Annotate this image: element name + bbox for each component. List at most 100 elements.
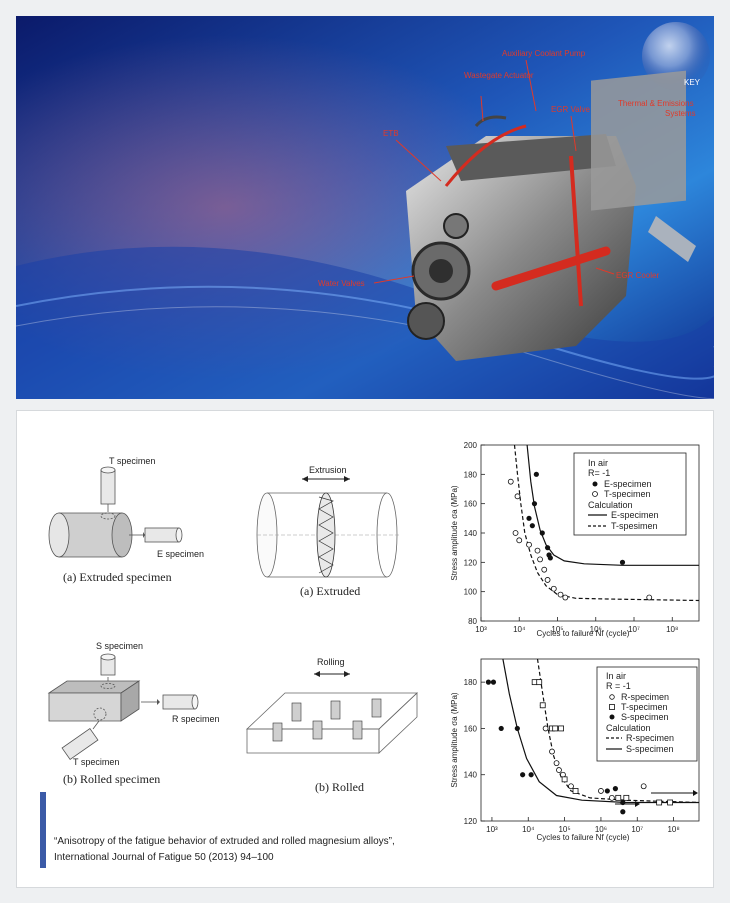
- data-point-t-specimen: [516, 537, 523, 544]
- data-point-r-specimen: [549, 748, 555, 755]
- key-line2: Systems: [665, 109, 696, 118]
- x-tick-label: 10⁷: [631, 825, 643, 834]
- data-point-t-specimen: [615, 794, 622, 801]
- data-point-t-specimen: [539, 702, 546, 709]
- data-point-e-specimen: [533, 471, 539, 477]
- extruded-grain-illustration: Extrusion (a) Extruded: [256, 465, 401, 598]
- data-point-e-specimen: [526, 515, 532, 521]
- chart2-legend-entry3: S-specimen: [621, 712, 669, 722]
- chart2-legend-entry1: R-specimen: [621, 692, 669, 702]
- data-point-t-specimen: [550, 585, 557, 592]
- key-orb: [642, 22, 710, 90]
- chart2-legend: In air R = -1 R-specimen T-specimen S-sp…: [596, 666, 698, 762]
- x-tick-label: 10⁸: [666, 625, 678, 634]
- label-wastegate-actuator: Wastegate Actuator: [464, 71, 534, 80]
- chart1-x-label: Cycles to failure Nf (cycle): [537, 629, 630, 638]
- engine-block: [406, 70, 696, 361]
- label-etb: ETB: [383, 129, 399, 138]
- data-point-t-specimen: [667, 799, 673, 806]
- key-line1: Thermal & Emissions: [618, 99, 694, 108]
- rolled-grain-illustration: Rolling (b) Rolled: [245, 657, 419, 794]
- data-point-t-specimen: [558, 725, 564, 732]
- chart1-y-label: Stress amplitude σa (MPa): [450, 485, 459, 581]
- extruded-specimen-caption: (a) Extruded specimen: [63, 570, 172, 584]
- e-specimen-label: E specimen: [157, 549, 204, 559]
- chart2-plot-frame: [480, 658, 700, 822]
- x-tick-label: 10⁸: [667, 825, 679, 834]
- engine-illustration: Auxiliary Coolant Pump Wastegate Actuato…: [16, 16, 714, 399]
- chart2-legend-entry2: T-specimen: [621, 702, 668, 712]
- y-tick-label: 180: [464, 678, 478, 687]
- x-tick-label: 10⁴: [522, 825, 535, 834]
- data-point-t-specimen: [544, 577, 551, 583]
- data-point-e-specimen: [539, 530, 545, 536]
- label-auxiliary-coolant-pump: Auxiliary Coolant Pump: [502, 49, 586, 58]
- x-tick-label: 10⁵: [551, 625, 563, 634]
- y-tick-label: 140: [464, 771, 478, 780]
- x-tick-label: 10⁶: [595, 825, 607, 834]
- y-tick-label: 200: [464, 441, 478, 450]
- label-egr-valve: EGR Valve: [551, 105, 591, 114]
- label-egr-cooler: EGR Cooler: [616, 271, 659, 280]
- data-point-t-specimen: [552, 725, 559, 732]
- data-point-t-specimen: [526, 541, 532, 548]
- rolled-specimen-caption: (b) Rolled specimen: [63, 772, 160, 786]
- data-point-t-specimen: [536, 679, 543, 686]
- data-point-s-specimen: [498, 725, 504, 732]
- data-point-r-specimen: [556, 767, 562, 773]
- curve-e-specimen-solid: [526, 444, 699, 566]
- data-point-e-specimen: [619, 559, 626, 565]
- figure-canvas: T specimen E specimen (a) Extruded speci…: [47, 441, 700, 842]
- chart1-legend-entry2: T-specimen: [604, 489, 651, 499]
- data-point-t-specimen: [512, 530, 519, 536]
- data-point-s-specimen: [485, 679, 492, 685]
- chart2-legend-header1: In air: [606, 671, 626, 681]
- data-point-t-specimen: [646, 594, 653, 601]
- citation-line2: International Journal of Fatigue 50 (201…: [54, 852, 274, 863]
- data-point-t-specimen: [541, 566, 548, 573]
- data-point-t-specimen: [656, 799, 663, 806]
- x-tick-label: 10⁴: [513, 625, 526, 634]
- data-point-s-specimen: [514, 725, 520, 732]
- extruded-caption: (a) Extruded: [300, 584, 360, 598]
- chart2-y-label: Stress amplitude σa (MPa): [450, 692, 459, 788]
- y-tick-label: 100: [464, 588, 478, 597]
- y-tick-label: 120: [464, 817, 478, 826]
- x-tick-label: 10⁶: [590, 625, 602, 634]
- t-specimen-label-rolled: T specimen: [73, 757, 119, 767]
- data-point-s-specimen: [520, 772, 526, 778]
- y-tick-label: 80: [468, 617, 477, 626]
- y-tick-label: 140: [464, 529, 478, 538]
- data-point-t-specimen: [514, 493, 521, 500]
- data-point-e-specimen: [547, 555, 553, 561]
- chart1-legend-entry3: E-specimen: [611, 510, 659, 520]
- data-point-r-specimen: [608, 794, 615, 801]
- curve-t-spesimen-dashed: [513, 444, 700, 602]
- y-tick-label: 160: [464, 500, 478, 509]
- chart1-curves: [513, 444, 700, 602]
- citation-accent-bar: [40, 792, 46, 868]
- data-point-r-specimen: [542, 725, 549, 732]
- rolling-title: Rolling: [317, 657, 345, 667]
- chart2-legend-calc: Calculation: [606, 723, 651, 733]
- label-water-valves: Water Valves: [318, 279, 365, 288]
- y-tick-label: 180: [464, 470, 478, 479]
- data-point-r-specimen: [553, 760, 560, 767]
- chart1-legend: In air R= -1 E-specimen T-specimen Calcu…: [573, 452, 687, 536]
- data-point-t-specimen: [557, 591, 564, 598]
- data-point-e-specimen: [544, 545, 551, 551]
- x-tick-label: 10⁷: [628, 625, 640, 634]
- data-point-t-specimen: [507, 478, 514, 485]
- data-point-r-specimen: [598, 788, 604, 794]
- data-point-r-specimen: [568, 783, 574, 790]
- figure-panel: T specimen E specimen (a) Extruded speci…: [16, 410, 714, 888]
- engine-image-panel: Auxiliary Coolant Pump Wastegate Actuato…: [16, 16, 714, 399]
- chart1-legend-header1: In air: [588, 458, 608, 468]
- key-title: KEY: [684, 78, 701, 87]
- chart1-legend-entry1: E-specimen: [604, 479, 652, 489]
- data-point-s-specimen: [620, 809, 626, 815]
